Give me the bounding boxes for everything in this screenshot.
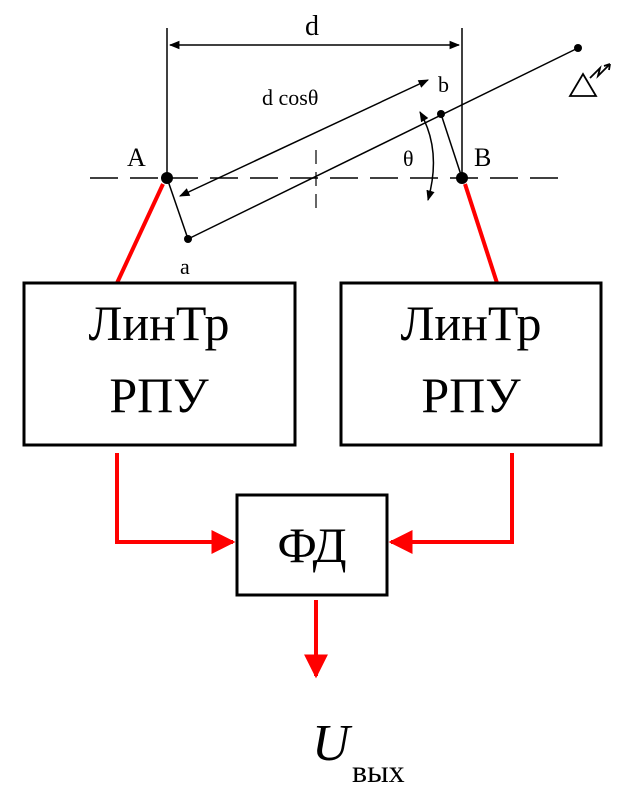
right-receiver-box — [339, 281, 603, 447]
signal-path-right — [388, 453, 514, 554]
left-receiver-line2: РПУ — [109, 367, 209, 423]
right-receiver-line1: ЛинТр — [400, 295, 541, 351]
output-symbol: U — [312, 715, 353, 772]
point-b-label: b — [438, 72, 449, 97]
wavefront-line-upper — [187, 47, 579, 240]
point-a-dot — [184, 235, 192, 243]
point-B-label: B — [474, 143, 491, 172]
theta-label: θ — [403, 146, 414, 171]
output-subscript: вых — [352, 753, 405, 789]
d-cos-theta-dimension-line — [179, 79, 429, 197]
transmitter-icon — [568, 63, 611, 97]
point-b-dot — [437, 110, 445, 118]
signal-path-left — [115, 453, 236, 554]
source-dot — [574, 44, 582, 52]
feed-line-B — [463, 183, 499, 284]
theta-arc — [419, 111, 435, 202]
perpendicular-A-a — [166, 177, 189, 240]
right-receiver-line2: РПУ — [421, 367, 521, 423]
point-A-label: A — [127, 143, 146, 172]
point-B-dot — [456, 172, 468, 184]
d-cos-theta-label: d cosθ — [262, 85, 318, 110]
d-label: d — [305, 11, 319, 42]
feed-line-A — [115, 183, 165, 284]
phase-detector-box — [235, 493, 389, 597]
phase-detector-label: ФД — [277, 517, 346, 573]
point-a-label: a — [180, 254, 190, 279]
point-A-dot — [161, 172, 173, 184]
left-receiver-box — [22, 281, 297, 447]
left-receiver-line1: ЛинТр — [88, 295, 229, 351]
perpendicular-b-B — [440, 113, 463, 179]
